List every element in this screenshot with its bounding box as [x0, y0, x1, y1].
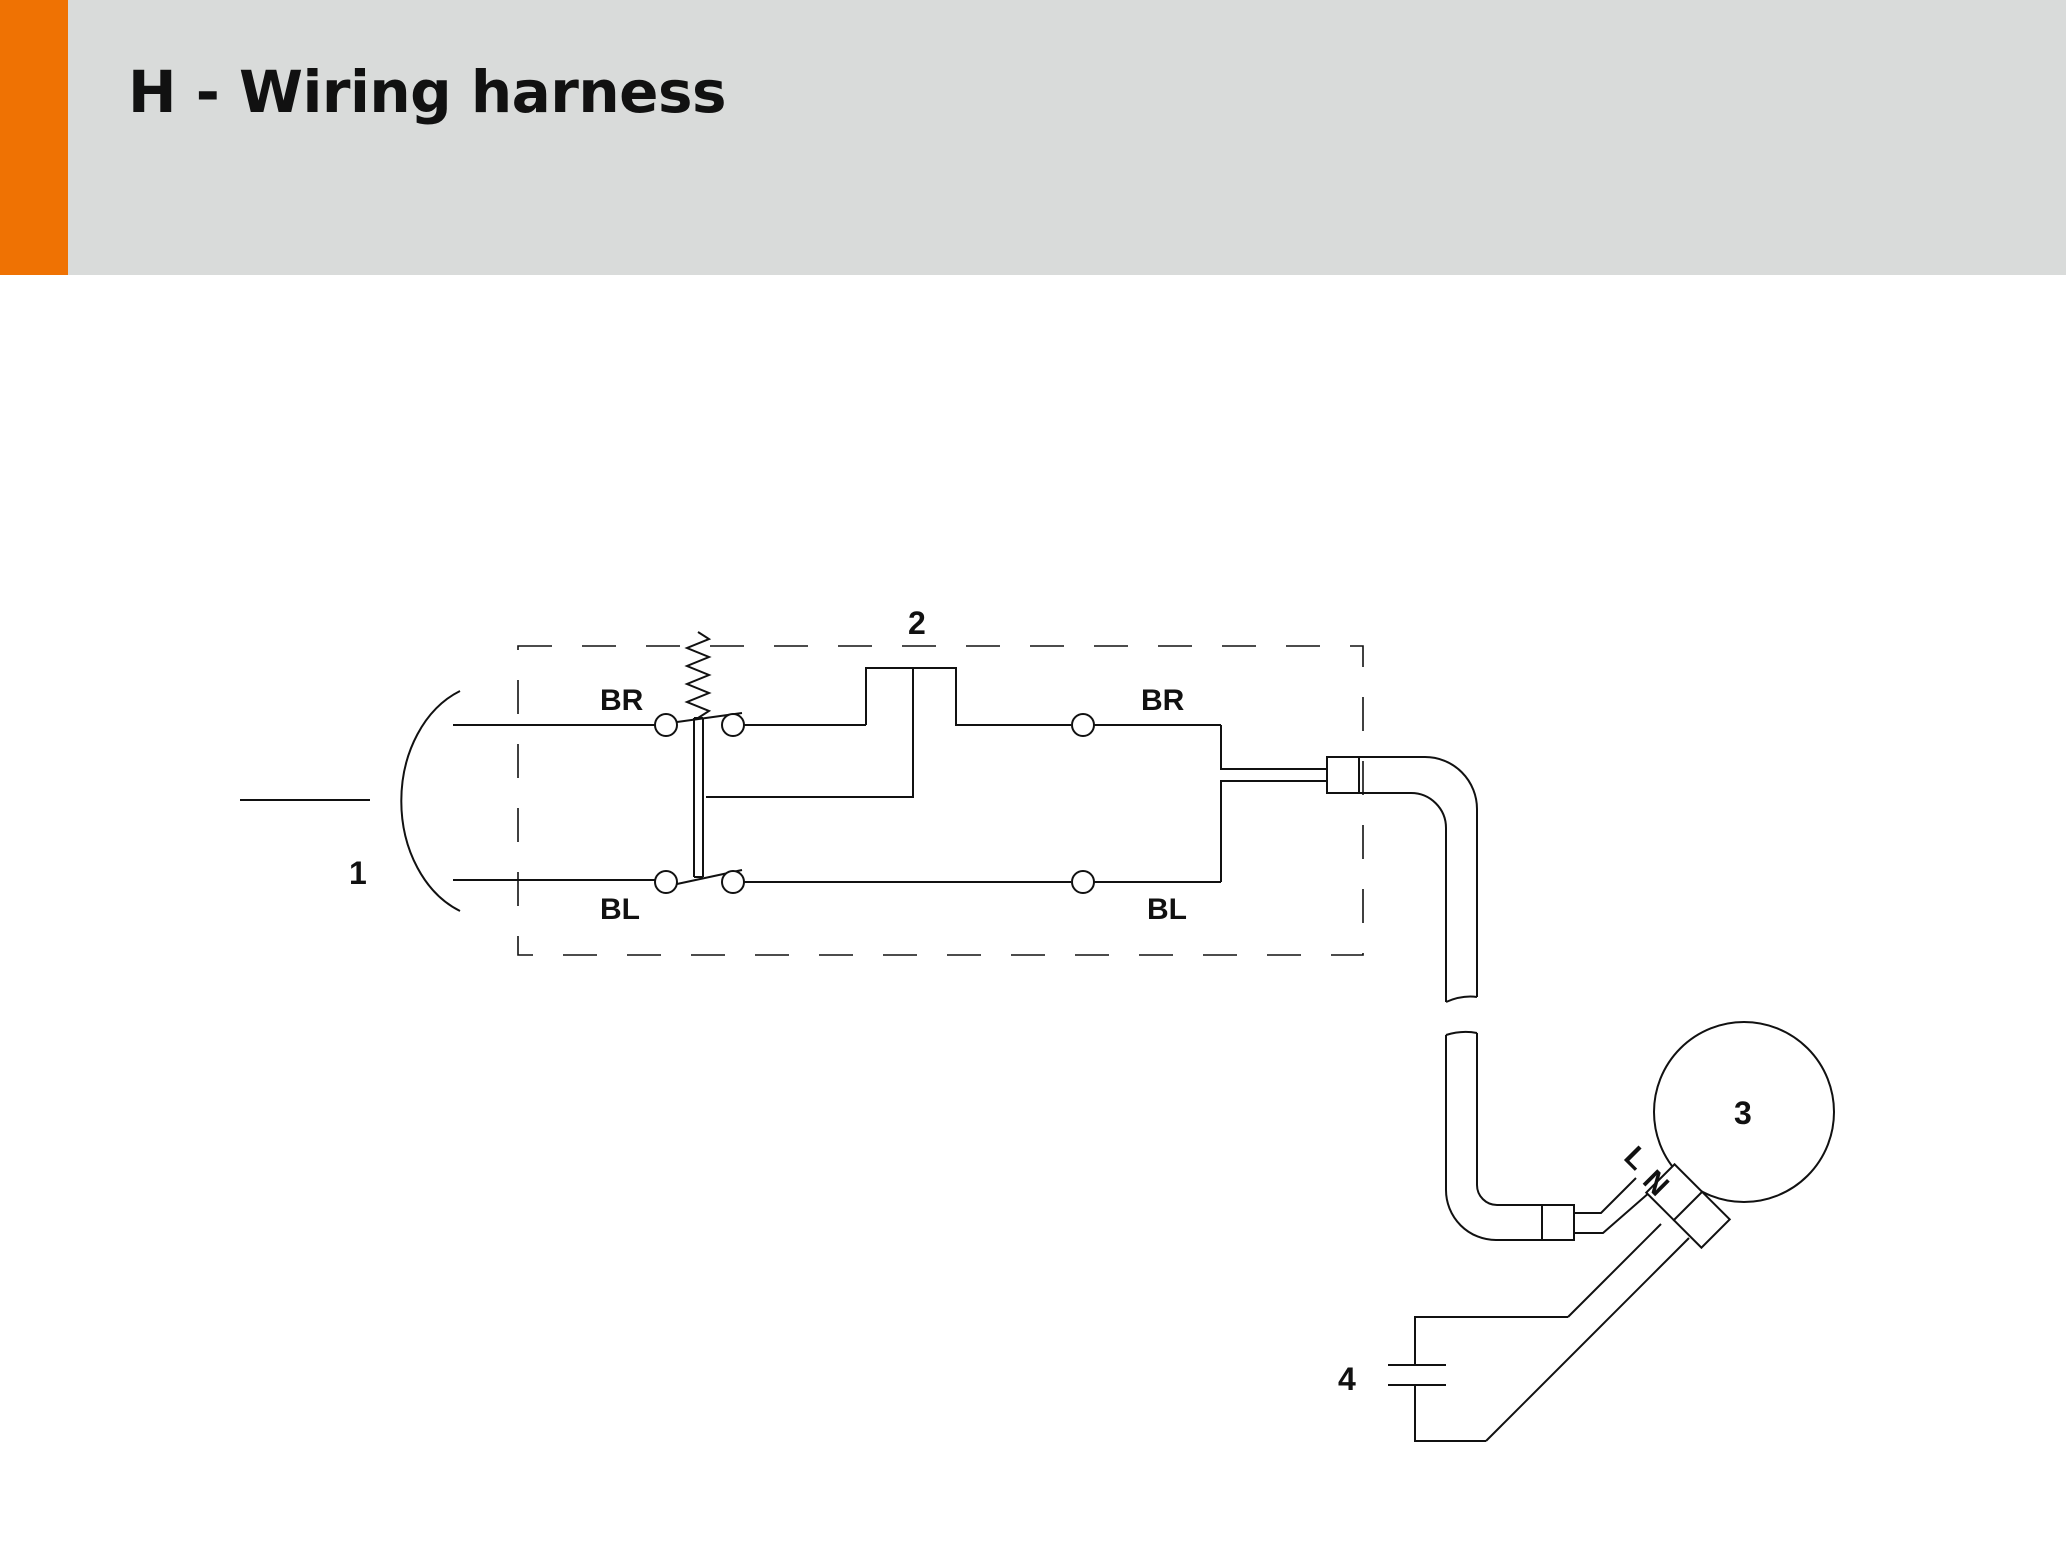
switch-link-wire	[706, 668, 914, 798]
label-br-right: BR	[1141, 684, 1185, 717]
terminal-bottom-mid	[721, 870, 745, 894]
terminal-top-right	[1071, 713, 1095, 737]
terminal-top-left	[654, 713, 678, 737]
label-bl-left: BL	[600, 893, 640, 926]
callout-4: 4	[1338, 1361, 1356, 1397]
motor-terminal-l: L	[1617, 1140, 1653, 1176]
label-bl-right: BL	[1147, 893, 1187, 926]
terminals	[654, 713, 1095, 894]
switch-actuator	[684, 631, 712, 878]
terminal-bottom-right	[1071, 870, 1095, 894]
motor-symbol	[1644, 1021, 1835, 1250]
header-accent-bar	[0, 0, 68, 275]
page-header: H - Wiring harness	[0, 0, 2066, 275]
terminal-top-mid	[721, 713, 745, 737]
callout-3: 3	[1734, 1095, 1752, 1131]
callout-1: 1	[349, 855, 367, 891]
wire-to-motor-l	[1574, 1177, 1637, 1214]
cable-sheath-upper	[1326, 756, 1478, 1003]
wire-br	[453, 667, 1327, 770]
switch-enclosure	[517, 645, 1364, 956]
capacitor-wiring	[1388, 1223, 1690, 1442]
label-br-left: BR	[600, 684, 644, 717]
spring-icon	[684, 631, 712, 719]
callout-2: 2	[908, 605, 926, 641]
cable-sheath-lower	[1445, 1030, 1575, 1241]
terminal-bottom-left	[654, 870, 678, 894]
wire-bl	[453, 780, 1327, 883]
page-title: H - Wiring harness	[128, 58, 727, 126]
plug-symbol	[240, 690, 461, 912]
motor-terminal-block	[1644, 1162, 1732, 1250]
wire-to-motor-n	[1574, 1191, 1651, 1234]
